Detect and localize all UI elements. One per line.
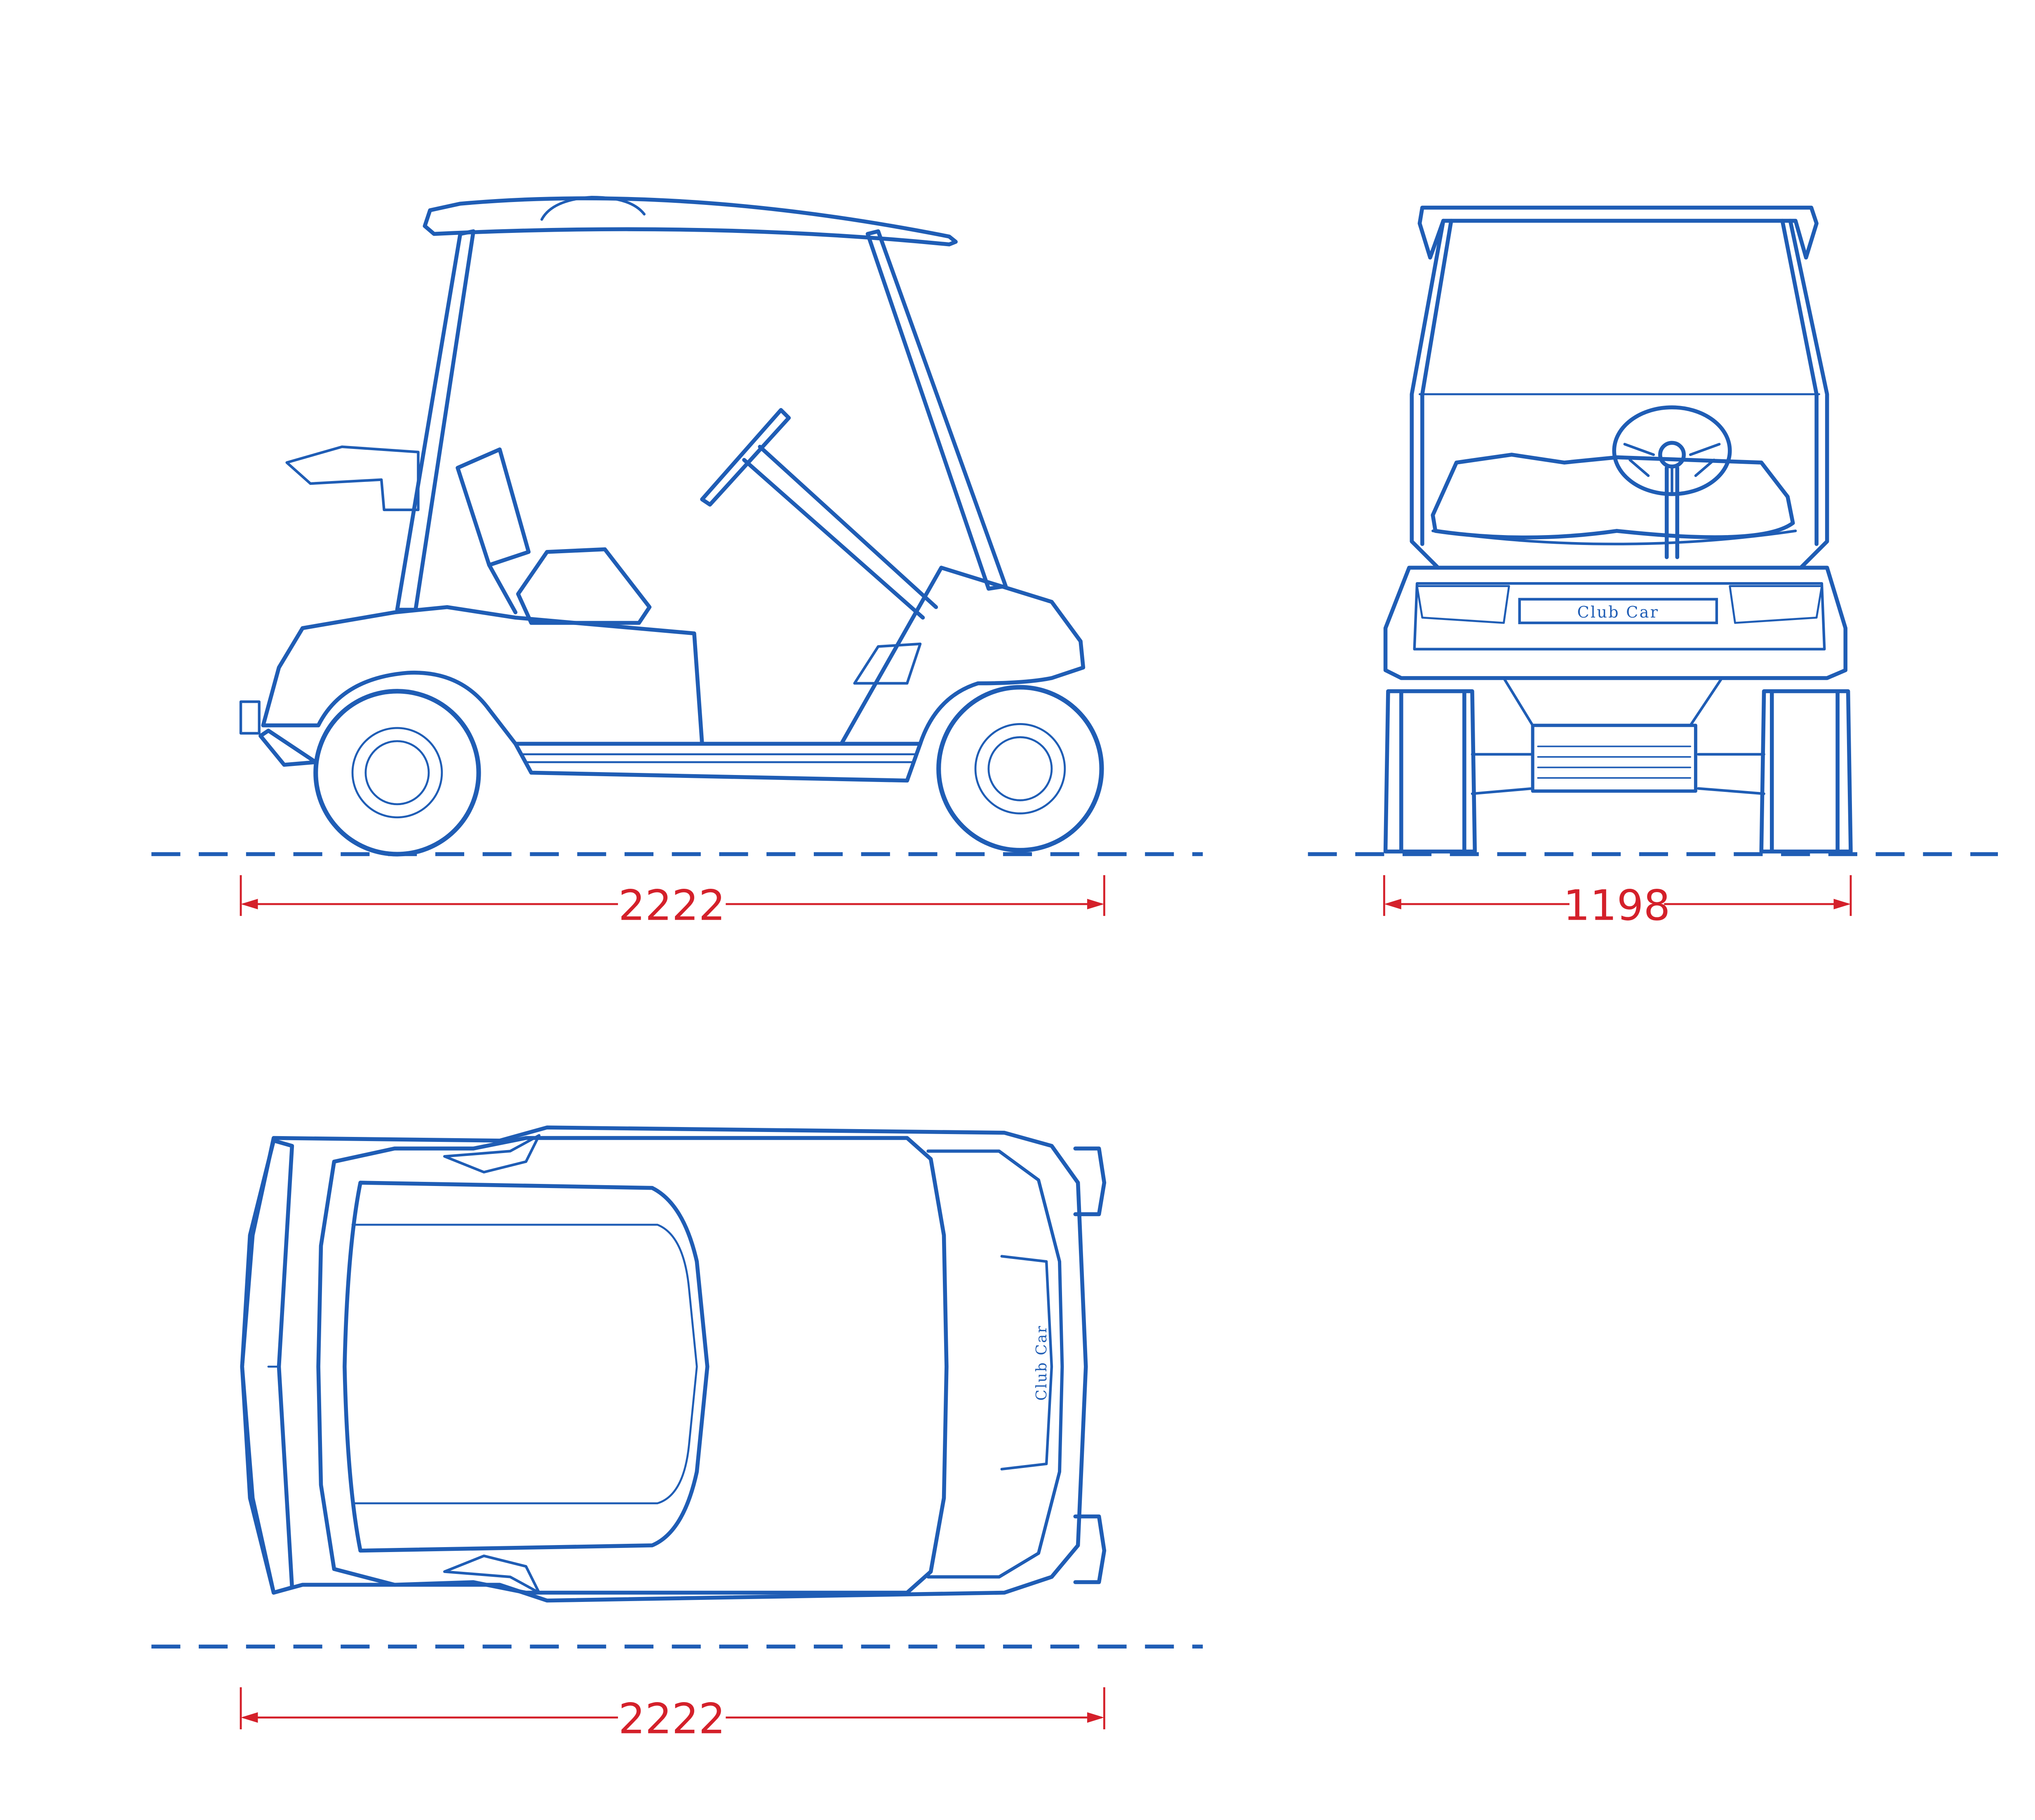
side-steering-wheel: [700, 408, 791, 507]
side-roof: [423, 196, 958, 247]
front-badge-plate: [1518, 598, 1718, 625]
front-cowl-inner: [1413, 582, 1826, 651]
top-badge: Club Car: [1033, 1325, 1050, 1401]
front-dimension: [1383, 875, 1852, 916]
side-dimension: [240, 875, 1105, 916]
side-rear-wheel: [313, 689, 481, 857]
front-seat: [1431, 453, 1795, 540]
side-seat-back: [456, 447, 531, 567]
side-steering-column: [742, 445, 938, 620]
side-bag-rack: [285, 445, 420, 512]
front-dimension-label: 1198: [1563, 881, 1671, 930]
side-rear-body: [261, 605, 704, 746]
front-steering-column: [1664, 466, 1680, 559]
front-steering-spokes: [1623, 443, 1721, 496]
front-view: [1383, 205, 1853, 854]
top-seat-inner: [351, 1224, 698, 1505]
top-view: [240, 1125, 1107, 1603]
front-badge-text: Club Car: [1577, 603, 1659, 622]
front-roof: [1417, 205, 1819, 260]
front-left-wheel: [1383, 689, 1477, 854]
top-hood: [926, 1149, 1064, 1579]
side-pedals: [853, 642, 922, 685]
top-handle-lower: [443, 1555, 540, 1594]
top-hood-panel: [1000, 1255, 1053, 1471]
top-dimension: [240, 1687, 1105, 1730]
side-body-cutout: [516, 547, 652, 625]
top-canopy: [316, 1136, 949, 1595]
front-headlight-left: [1416, 585, 1510, 624]
front-steering-hub: [1658, 441, 1686, 469]
side-dimension-label: 2222: [618, 881, 726, 930]
side-seat-post: [487, 563, 518, 615]
front-right-wheel: [1759, 689, 1853, 854]
side-rear-bumper: [258, 728, 318, 767]
top-rear-bumper: [240, 1139, 294, 1595]
side-front-wheel: [936, 685, 1104, 853]
svg-text:Club Car: Club Car: [1033, 1325, 1050, 1401]
front-undercarriage: [1471, 676, 1765, 795]
top-outer-body: [240, 1125, 1088, 1603]
side-tail-light: [239, 700, 261, 735]
side-front-pillar: [865, 229, 1008, 591]
top-front-wheel-upper: [1073, 1146, 1107, 1216]
front-headlight-right: [1729, 585, 1823, 624]
side-rear-pillar: [395, 229, 476, 612]
side-rocker-lines: [519, 753, 916, 763]
top-seat: [343, 1181, 710, 1553]
front-bumper-lines: [1537, 745, 1692, 779]
top-handle-upper: [443, 1134, 540, 1174]
top-front-wheel-lower: [1073, 1514, 1107, 1584]
front-bumper-block: [1531, 723, 1697, 793]
front-seat-edge: [1431, 529, 1797, 545]
side-roof-vent: [540, 195, 646, 221]
front-cowl: [1383, 566, 1848, 680]
side-front-cowl: [839, 566, 1086, 746]
side-view: [239, 195, 1086, 783]
top-dimension-label: 2222: [618, 1695, 726, 1744]
